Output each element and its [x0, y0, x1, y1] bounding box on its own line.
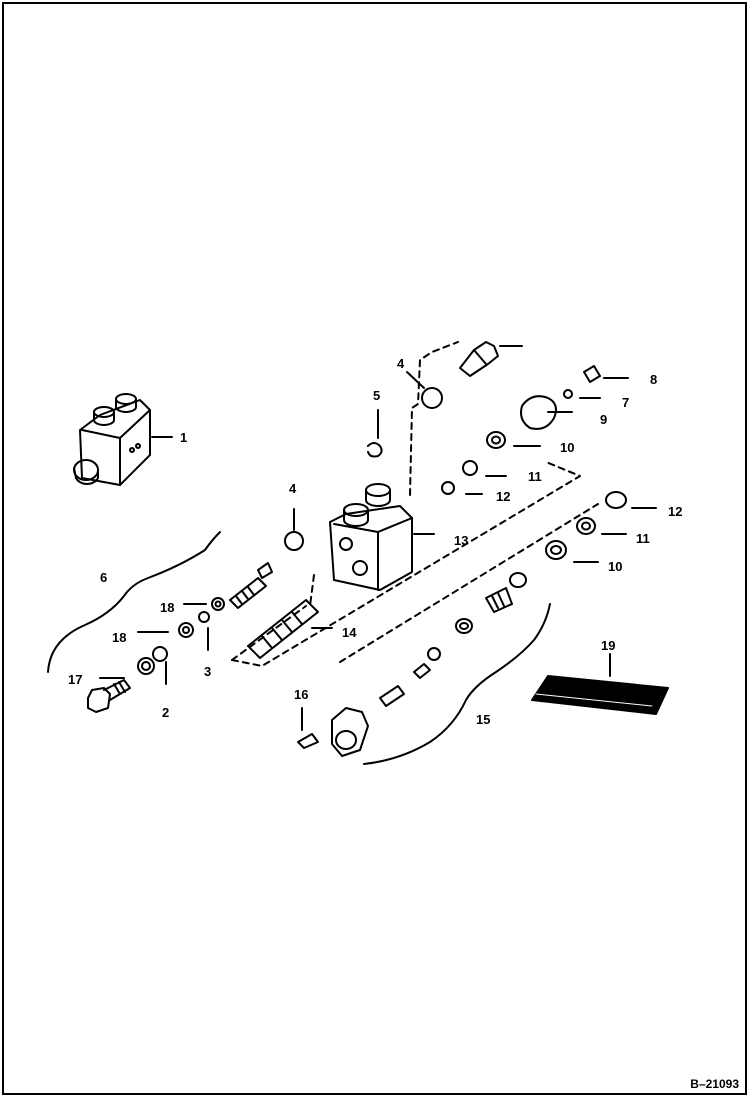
callout-15: 15 — [476, 712, 490, 727]
part-3-spring-seat — [198, 611, 210, 651]
part-5-retainer — [367, 409, 383, 458]
part-13-valve-section — [329, 483, 435, 591]
callout-8: 8 — [650, 372, 657, 387]
callout-11-upper: 11 — [528, 469, 542, 484]
callout-13: 13 — [454, 533, 468, 548]
dashed-guide-housing — [231, 461, 581, 667]
callout-11-right: 11 — [636, 531, 650, 546]
callout-9: 9 — [600, 412, 607, 427]
callout-7: 7 — [622, 395, 629, 410]
part-15-spring-cap-assembly — [297, 572, 527, 757]
callout-12-right: 12 — [668, 504, 682, 519]
callout-10-upper: 10 — [560, 440, 574, 455]
callout-2: 2 — [162, 705, 169, 720]
part-4-o-ring-upper — [421, 387, 443, 409]
callout-6: 6 — [100, 570, 107, 585]
bracket-6 — [47, 531, 221, 673]
callout-1: 1 — [180, 430, 187, 445]
part-2-o-ring — [137, 646, 168, 685]
callout-17: 17 — [68, 672, 82, 687]
callout-4-upper: 4 — [397, 356, 405, 371]
relief-valve-cartridge — [459, 341, 523, 377]
callout-12-upper: 12 — [496, 489, 510, 504]
callout-3: 3 — [204, 664, 211, 679]
callout-10-right: 10 — [608, 559, 622, 574]
part-7-ball — [563, 389, 601, 399]
part-17-plug — [87, 677, 131, 713]
callout-18-upper: 18 — [160, 600, 174, 615]
callout-5: 5 — [373, 388, 380, 403]
part-8-plug — [583, 365, 629, 383]
callout-4-lower: 4 — [289, 481, 297, 496]
part-19-decal — [531, 653, 669, 715]
part-9-seat — [520, 395, 573, 430]
callout-16: 16 — [294, 687, 308, 702]
part-18-backup-rings — [137, 597, 225, 638]
figure-code: B–21093 — [690, 1077, 739, 1091]
callout-19: 19 — [601, 638, 615, 653]
part-4-o-ring-lower — [284, 531, 304, 551]
part-1-valve-assembly — [73, 393, 173, 486]
bracket-15 — [363, 603, 551, 765]
callout-18-lower: 18 — [112, 630, 126, 645]
poppet-spring — [229, 562, 273, 609]
callout-14: 14 — [342, 625, 357, 640]
part-14-spool — [247, 599, 333, 659]
